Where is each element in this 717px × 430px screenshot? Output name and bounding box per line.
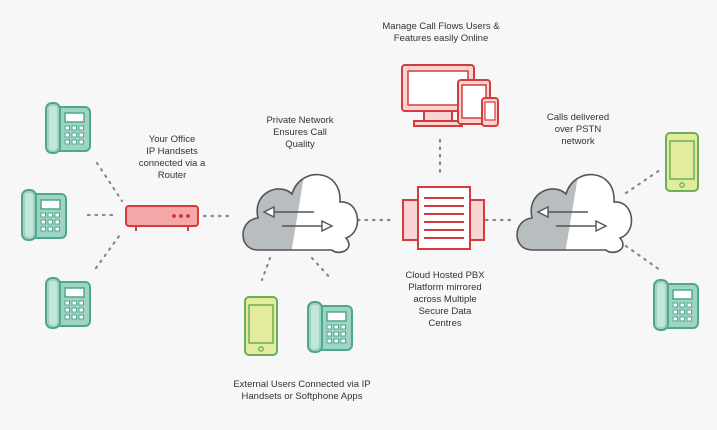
external-users-label: External Users Connected via IP Handsets… [233,379,371,402]
pstn-mobile-icon [665,132,699,192]
external-desk-phone-icon [307,301,353,353]
router-icon [125,205,199,231]
office-phone-3 [45,277,91,329]
private-network-label: Private Network Ensures Call Quality [266,115,334,150]
server-icon [402,186,485,250]
devices-icon [401,64,499,127]
pstn-cloud-icon [502,152,631,272]
connector-lines [86,138,662,282]
private-network-cloud-icon [228,152,357,272]
external-mobile-icon [244,296,278,356]
manage-label: Manage Call Flows Users & Features easil… [382,21,500,44]
pstn-desk-phone-icon [653,279,699,331]
office-phone-1: desk-phone-icon [45,102,91,154]
office-phone-2 [21,189,67,241]
pstn-label: Calls delivered over PSTN network [546,112,610,147]
office-label: Your Office IP Handsets connected via a … [138,134,206,181]
pbx-label: Cloud Hosted PBX Platform mirrored acros… [405,270,485,329]
